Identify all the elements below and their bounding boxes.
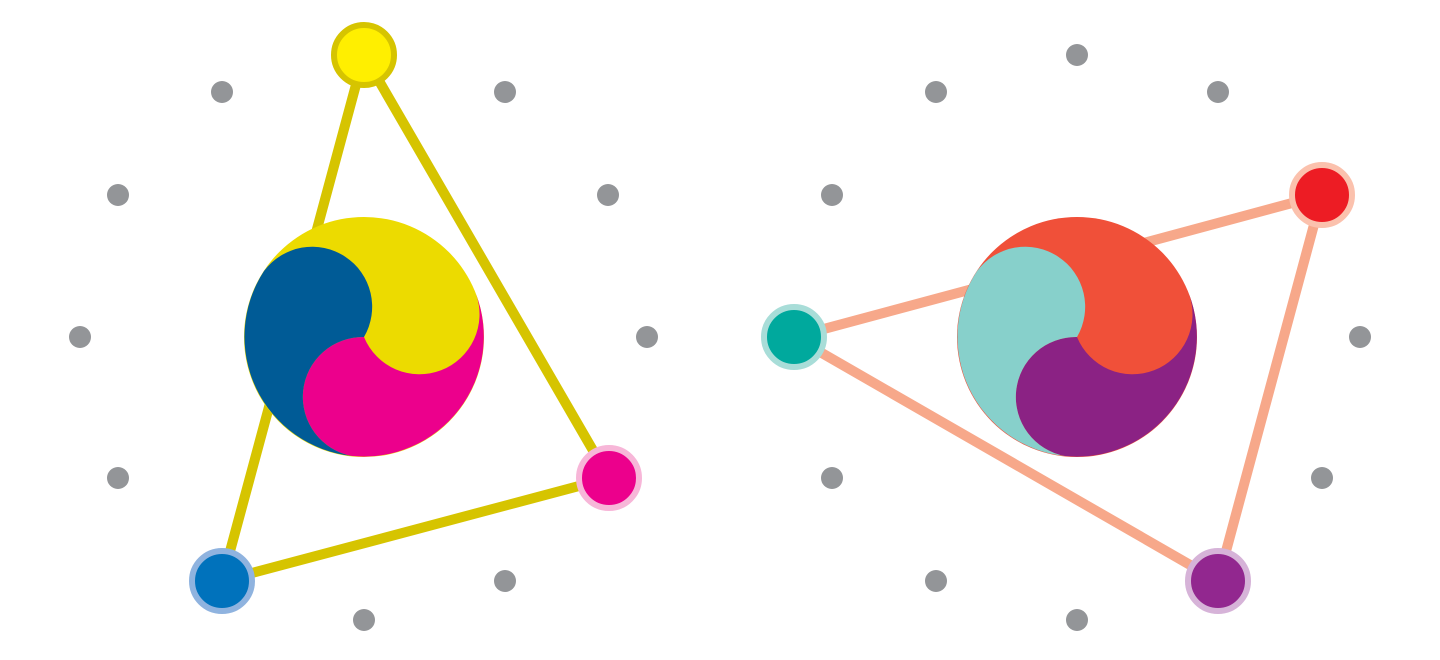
- grid-dot: [925, 570, 947, 592]
- grid-dot: [925, 81, 947, 103]
- cmy-diagram: [69, 22, 658, 631]
- swirl-segment-right: [302, 294, 484, 457]
- grid-dot: [69, 326, 91, 348]
- swirl-wheel-right: [957, 217, 1197, 457]
- grid-dot: [107, 467, 129, 489]
- grid-dot: [821, 467, 843, 489]
- swirl-wheel-left: [244, 217, 484, 457]
- grid-dots-left: [69, 81, 658, 631]
- yellow-node: [331, 22, 397, 88]
- grid-dot: [1311, 467, 1333, 489]
- teal-node: [761, 304, 827, 370]
- magenta-node: [576, 445, 642, 511]
- grid-dot: [1066, 44, 1088, 66]
- grid-dot: [494, 81, 516, 103]
- swirl-segment-right: [1015, 294, 1197, 457]
- grid-dot: [211, 81, 233, 103]
- grid-dot: [1349, 326, 1371, 348]
- grid-dot: [597, 184, 619, 206]
- rgb-diagram: [761, 44, 1371, 631]
- swirl-segment-left: [957, 246, 1086, 456]
- red-node: [1289, 162, 1355, 228]
- grid-dot: [636, 326, 658, 348]
- grid-dots-right: [821, 44, 1371, 631]
- grid-dot: [1207, 81, 1229, 103]
- grid-dot: [821, 184, 843, 206]
- grid-dot: [353, 609, 375, 631]
- grid-dot: [107, 184, 129, 206]
- blue-node: [189, 548, 255, 614]
- swirl-segment-left: [244, 246, 373, 456]
- purple-node: [1185, 548, 1251, 614]
- grid-dot: [1066, 609, 1088, 631]
- grid-dot: [494, 570, 516, 592]
